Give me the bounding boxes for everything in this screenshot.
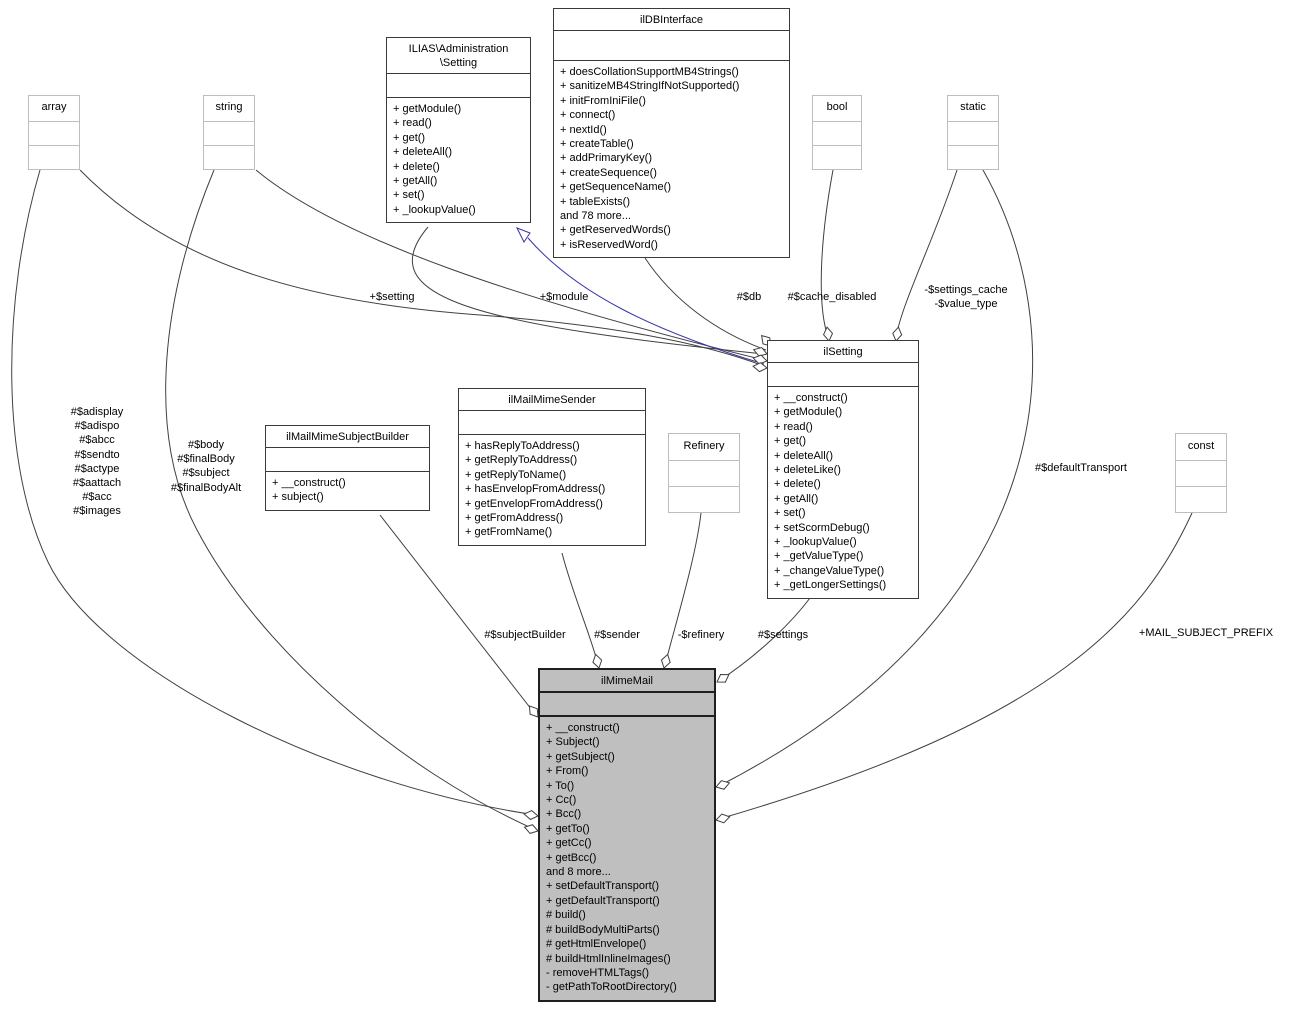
class-box-ilsetting[interactable]: ilSetting + __construct()+ getModule()+ … bbox=[767, 340, 919, 599]
aggregation-diamond-icon bbox=[523, 809, 539, 821]
empty-attributes-compartment bbox=[266, 447, 429, 471]
edge-ildb-to-ilsetting bbox=[644, 257, 767, 351]
class-box-const: const bbox=[1175, 433, 1227, 513]
edge-label-string-attributes: #$body#$finalBody#$subject#$finalBodyAlt bbox=[170, 439, 242, 494]
class-title: ilDBInterface bbox=[640, 14, 703, 26]
methods-list: + getModule()+ read()+ get()+ deleteAll(… bbox=[387, 97, 530, 222]
aggregation-diamond-icon bbox=[660, 653, 671, 669]
empty-attributes-compartment bbox=[204, 121, 254, 145]
empty-attributes-compartment bbox=[768, 362, 918, 386]
edge-label-cache-disabled: #$cache_disabled bbox=[787, 291, 877, 303]
empty-attributes-compartment bbox=[1176, 460, 1226, 486]
class-title: string bbox=[215, 101, 243, 113]
class-box-ilmailmimesubjectbuilder[interactable]: ilMailMimeSubjectBuilder + __construct()… bbox=[265, 425, 430, 511]
aggregation-diamond-icon bbox=[752, 362, 768, 373]
class-box-ilmailmimesender[interactable]: ilMailMimeSender + hasReplyToAddress()+ … bbox=[458, 388, 646, 546]
methods-list: + __construct()+ Subject()+ getSubject()… bbox=[540, 715, 714, 1000]
class-title: ilMimeMail bbox=[601, 675, 653, 687]
empty-attributes-compartment bbox=[29, 121, 79, 145]
aggregation-diamond-icon bbox=[822, 326, 834, 342]
edge-ilsetting-inherits-adminsetting bbox=[527, 237, 765, 365]
class-title: ilMailMimeSender bbox=[508, 394, 596, 406]
edge-const-to-ilmimemail bbox=[718, 512, 1193, 820]
empty-methods-compartment bbox=[1176, 486, 1226, 512]
edge-label-refinery: -$refinery bbox=[677, 629, 725, 641]
empty-methods-compartment bbox=[29, 145, 79, 169]
class-title: ilMailMimeSubjectBuilder bbox=[286, 431, 409, 443]
edge-label-settings-cache: -$settings_cache-$value_type bbox=[924, 284, 1008, 311]
class-title: array bbox=[41, 101, 67, 113]
class-box-bool: bool bbox=[812, 95, 862, 170]
edge-subjectbuilder-to-ilmimemail bbox=[379, 514, 536, 715]
empty-methods-compartment bbox=[204, 145, 254, 169]
class-box-ilias-administration-setting[interactable]: ILIAS\Administration\Setting + getModule… bbox=[386, 37, 531, 224]
class-box-ildbinterface[interactable]: ilDBInterface + doesCollationSupportMB4S… bbox=[553, 8, 790, 259]
edge-static-to-ilmimemail bbox=[718, 169, 1034, 787]
edge-string-to-ilsetting bbox=[255, 169, 765, 361]
edge-label-sender: #$sender bbox=[594, 629, 640, 641]
edge-adminsetting-to-ilsetting bbox=[411, 226, 765, 355]
edge-label-mail-subject-prefix: +MAIL_SUBJECT_PREFIX bbox=[1138, 627, 1274, 639]
aggregation-diamond-icon bbox=[528, 705, 539, 718]
aggregation-diamond-icon bbox=[716, 673, 730, 683]
class-title: static bbox=[960, 101, 986, 113]
edge-bool-to-ilsetting bbox=[820, 169, 834, 338]
empty-attributes-compartment bbox=[387, 73, 530, 97]
class-title: ILIAS\Administration\Setting bbox=[408, 43, 509, 69]
empty-attributes-compartment bbox=[540, 691, 714, 715]
class-title: ilSetting bbox=[823, 346, 863, 358]
methods-list: + __construct()+ subject() bbox=[266, 471, 429, 510]
aggregation-diamond-icon bbox=[592, 653, 603, 669]
aggregation-diamond-icon bbox=[752, 354, 768, 365]
edge-string-to-ilmimemail bbox=[165, 169, 537, 831]
class-box-array: array bbox=[28, 95, 80, 170]
edge-array-to-ilmimemail bbox=[11, 169, 537, 816]
edge-label-default-transport: #$defaultTransport bbox=[1035, 462, 1127, 474]
methods-list: + hasReplyToAddress()+ getReplyToAddress… bbox=[459, 434, 645, 545]
empty-methods-compartment bbox=[813, 145, 861, 169]
edge-label-subject-builder: #$subjectBuilder bbox=[484, 629, 566, 641]
empty-attributes-compartment bbox=[948, 121, 998, 145]
empty-attributes-compartment bbox=[813, 121, 861, 145]
empty-methods-compartment bbox=[669, 486, 739, 512]
edge-array-to-ilsetting bbox=[79, 169, 765, 367]
aggregation-diamond-icon bbox=[715, 780, 731, 790]
class-title: const bbox=[1187, 440, 1215, 452]
class-box-ilmimemail[interactable]: ilMimeMail + __construct()+ Subject()+ g… bbox=[538, 668, 716, 1002]
aggregation-diamond-icon bbox=[892, 326, 903, 342]
class-title: Refinery bbox=[683, 440, 725, 452]
class-box-string: string bbox=[203, 95, 255, 170]
edge-label-setting: +$setting bbox=[369, 291, 415, 303]
aggregation-diamond-icon bbox=[523, 824, 539, 834]
edge-ilsetting-to-ilmimemail bbox=[719, 597, 811, 681]
methods-list: + doesCollationSupportMB4Strings()+ sani… bbox=[554, 60, 789, 257]
edge-label-db: #$db bbox=[736, 291, 762, 303]
aggregation-diamond-icon bbox=[715, 813, 731, 824]
edge-static-to-ilsetting bbox=[895, 169, 958, 338]
class-box-refinery: Refinery bbox=[668, 433, 740, 513]
empty-attributes-compartment bbox=[669, 460, 739, 486]
edge-label-array-attributes: #$adisplay#$adispo#$abcc#$sendto#$actype… bbox=[70, 406, 124, 518]
edge-label-settings: #$settings bbox=[757, 629, 809, 641]
methods-list: + __construct()+ getModule()+ read()+ ge… bbox=[768, 386, 918, 598]
empty-attributes-compartment bbox=[554, 30, 789, 60]
class-box-static: static bbox=[947, 95, 999, 170]
edge-label-module: +$module bbox=[539, 291, 589, 303]
empty-methods-compartment bbox=[948, 145, 998, 169]
inheritance-arrow-icon bbox=[515, 227, 531, 243]
class-title: bool bbox=[826, 101, 848, 113]
edge-sender-to-ilmimemail bbox=[561, 552, 599, 665]
edge-refinery-to-ilmimemail bbox=[664, 512, 702, 666]
empty-attributes-compartment bbox=[459, 410, 645, 434]
